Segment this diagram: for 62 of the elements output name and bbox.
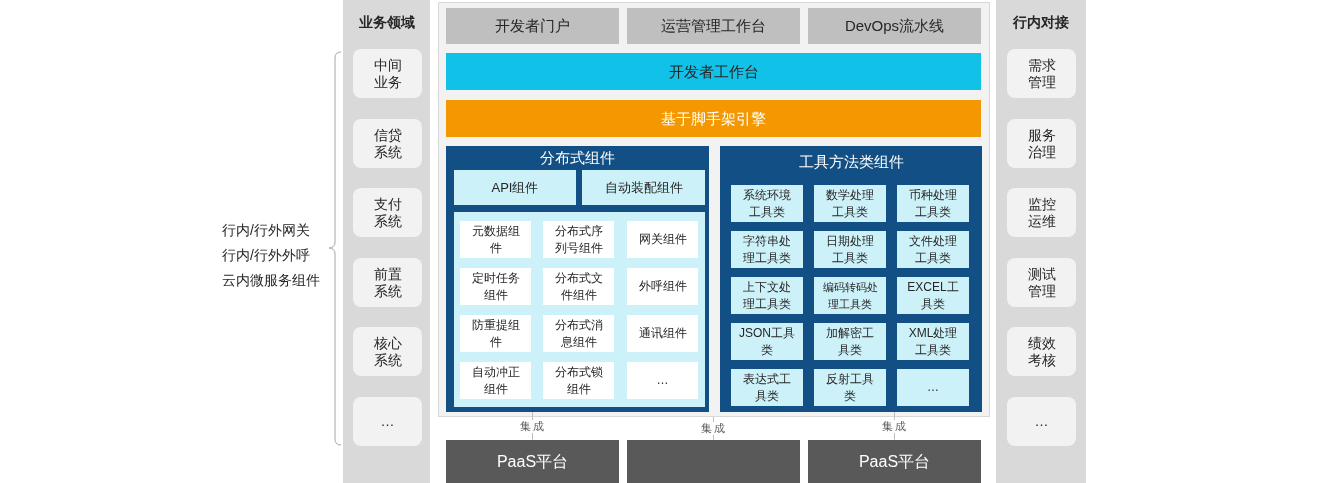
rounded-box: 前置系统: [353, 258, 422, 307]
component-box: 元数据组件: [460, 221, 531, 258]
tool-box: 加解密工具类: [814, 323, 886, 360]
component-box: 分布式消息组件: [543, 315, 614, 352]
tool-box: 表达式工具类: [731, 369, 803, 406]
tool-box: 编码转码处理工具类: [814, 277, 886, 314]
tool-box: 数学处理工具类: [814, 185, 886, 222]
layer-bar: 基于脚手架引擎: [446, 100, 981, 137]
rounded-box: 核心系统: [353, 327, 422, 376]
rounded-box: 服务治理: [1007, 119, 1076, 168]
component-box: 自动装配组件: [582, 170, 705, 205]
panel-title: 业务领域: [357, 13, 416, 31]
layer-box: DevOps流水线: [808, 8, 981, 44]
component-box: 分布式锁组件: [543, 362, 614, 399]
tool-box: 字符串处理工具类: [731, 231, 803, 268]
tool-box: EXCEL工具类: [897, 277, 969, 314]
panel: [438, 2, 990, 417]
tool-box: XML处理工具类: [897, 323, 969, 360]
component-box: 通讯组件: [627, 315, 698, 352]
side-note: 行内/行外外呼: [222, 246, 310, 264]
rounded-box: 信贷系统: [353, 119, 422, 168]
component-box: API组件: [454, 170, 576, 205]
side-panel: [343, 0, 430, 483]
rounded-box: …: [353, 397, 422, 446]
tool-box: 系统环境工具类: [731, 185, 803, 222]
side-note: 云内微服务组件: [222, 271, 320, 289]
panel: [446, 146, 709, 412]
tool-box: 上下文处理工具类: [731, 277, 803, 314]
rounded-box: …: [1007, 397, 1076, 446]
layer-box: 运营管理工作台: [627, 8, 800, 44]
rounded-box: 中间业务: [353, 49, 422, 98]
platform-box: PaaS平台: [446, 440, 619, 483]
panel: [720, 146, 982, 412]
side-panel: [996, 0, 1086, 483]
rounded-box: 绩效考核: [1007, 327, 1076, 376]
tool-box: 币种处理工具类: [897, 185, 969, 222]
component-box: 网关组件: [627, 221, 698, 258]
rounded-box: 支付系统: [353, 188, 422, 237]
tool-box: 日期处理工具类: [814, 231, 886, 268]
rounded-box: 需求管理: [1007, 49, 1076, 98]
component-box: 自动冲正组件: [460, 362, 531, 399]
component-box: 分布式文件组件: [543, 268, 614, 305]
layer-box: 开发者门户: [446, 8, 619, 44]
component-box: …: [627, 362, 698, 399]
rounded-box: 监控运维: [1007, 188, 1076, 237]
panel-title: 分布式组件: [539, 149, 616, 167]
tool-box: …: [897, 369, 969, 406]
platform-box: PaaS平台: [808, 440, 981, 483]
component-box: 定时任务组件: [460, 268, 531, 305]
tool-box: JSON工具类: [731, 323, 803, 360]
component-box: 外呼组件: [627, 268, 698, 305]
inner-panel: [454, 212, 705, 407]
component-box: 分布式序列号组件: [543, 221, 614, 258]
platform-box: [627, 440, 800, 483]
layer-bar: 开发者工作台: [446, 53, 981, 90]
tool-box: 反射工具类: [814, 369, 886, 406]
rounded-box: 测试管理: [1007, 258, 1076, 307]
panel-title: 行内对接: [1012, 13, 1070, 31]
tool-box: 文件处理工具类: [897, 231, 969, 268]
side-note: 行内/行外网关: [222, 221, 310, 239]
component-box: 防重提组件: [460, 315, 531, 352]
panel-title: 工具方法类组件: [797, 153, 905, 171]
